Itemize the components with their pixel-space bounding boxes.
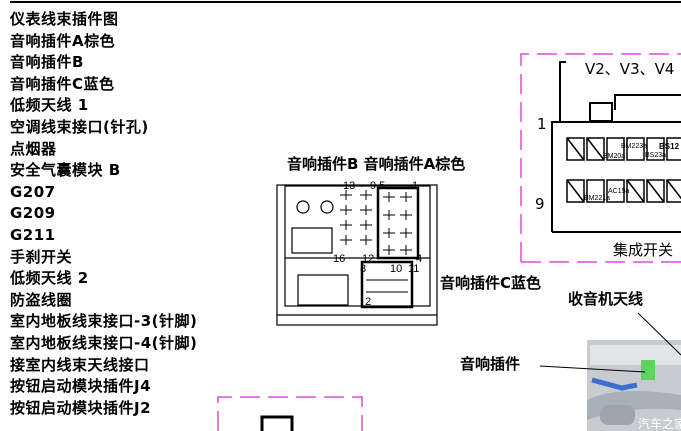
- row-9-label: 9: [535, 195, 545, 213]
- list-item: 低频天线 2: [10, 269, 89, 288]
- list-item: 音响插件B: [10, 53, 84, 72]
- list-item: 按钮启动模块插件J2: [10, 398, 152, 417]
- pin-label: BS12: [659, 142, 680, 151]
- leader-line: [539, 365, 646, 373]
- list-item: 按钮启动模块插件J4: [10, 377, 152, 396]
- pin-label: 2: [365, 296, 371, 308]
- pin-label: BM223a: [621, 143, 647, 150]
- integrated-switch-connector: [551, 61, 681, 233]
- pin-label: 16: [333, 253, 345, 265]
- pin-label: 12: [362, 253, 374, 265]
- list-item: 室内地板线束接口-3(针脚): [10, 312, 198, 331]
- list-item: 音响插件C蓝色: [10, 74, 115, 93]
- pin-label: BM20a: [603, 153, 625, 160]
- top-rule: [10, 1, 681, 3]
- watermark: 汽车之家: [638, 416, 681, 431]
- audio-c-label: 音响插件C蓝色: [440, 274, 542, 292]
- integrated-switch-frame: [520, 53, 681, 263]
- list-item: 手刹开关: [10, 247, 73, 266]
- pin-label: AC15a: [608, 188, 630, 195]
- pin-label: BS23a: [645, 152, 666, 159]
- pin-label: 13: [343, 180, 355, 192]
- list-item: 音响插件A棕色: [10, 31, 116, 50]
- list-item: G207: [10, 182, 56, 201]
- leader-line: [637, 312, 681, 356]
- row-1-label: 1: [537, 115, 547, 133]
- pin-label: 9,5: [370, 180, 385, 192]
- list-item: G211: [10, 225, 56, 244]
- radio-antenna-photo: [587, 340, 681, 431]
- list-item: 防盗线圈: [10, 290, 73, 309]
- pin-label: 11: [408, 263, 419, 275]
- pin-label: 4: [416, 253, 422, 265]
- pin-label: BM221a: [584, 195, 610, 202]
- audio-pin-grid: [340, 190, 412, 293]
- pin-label: 1: [412, 180, 418, 192]
- list-item: 接室内线束天线接口: [10, 355, 150, 374]
- audio-plug-label: 音响插件: [460, 355, 521, 373]
- v-pins-label: V2、V3、V4: [585, 60, 675, 78]
- integrated-switch-label: 集成开关: [613, 241, 674, 259]
- list-item: 室内地板线束接口-4(针脚): [10, 333, 198, 352]
- pin-label: 10: [390, 263, 402, 275]
- list-item: 安全气囊模块 B: [10, 161, 121, 180]
- connector-list: 仪表线束插件图 音响插件A棕色 音响插件B 音响插件C蓝色 低频天线 1 空调线…: [10, 9, 197, 419]
- button-start-frame: [217, 396, 363, 431]
- switch-pin-cells: [566, 137, 681, 203]
- audio-connector-diagram: [276, 184, 438, 326]
- button-start-connector: [260, 415, 294, 431]
- radio-antenna-label: 收音机天线: [568, 290, 644, 308]
- list-item: 空调线束接口(针孔): [10, 117, 149, 136]
- audio-b-a-label: 音响插件B 音响插件A棕色: [287, 155, 466, 173]
- list-item: 点烟器: [10, 139, 57, 158]
- list-item: 低频天线 1: [10, 96, 89, 115]
- list-item: G209: [10, 204, 56, 223]
- list-item: 仪表线束插件图: [10, 10, 119, 28]
- pin-label: 8: [360, 263, 366, 275]
